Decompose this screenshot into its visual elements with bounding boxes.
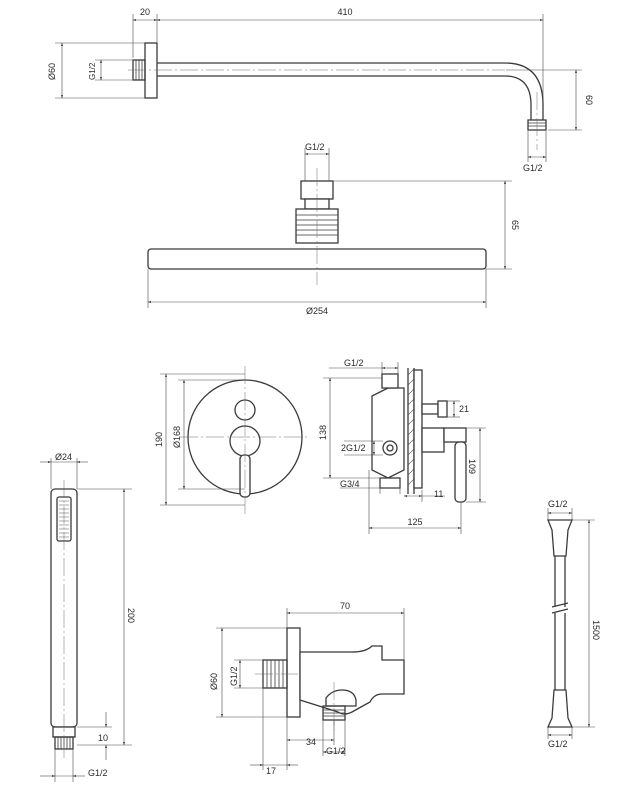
outlet-offset-label: 34 — [306, 737, 316, 747]
plate-height-label: 190 — [154, 432, 164, 447]
mixer-valve-body — [371, 387, 405, 479]
shower-arm-tube-bottom — [157, 75, 532, 120]
shower-arm-flange — [144, 42, 158, 99]
arm-inlet-thread-label: G1/2 — [88, 62, 97, 80]
mixer-handle-head — [443, 427, 467, 443]
hose-break-mark — [551, 602, 569, 614]
body-height-label: 138 — [318, 425, 328, 440]
body-side-inlets-label: 2G1/2 — [341, 443, 366, 453]
shower-arm-view: 20 410 Ø60 G1/2 60 G1/2 — [47, 7, 594, 173]
body-handle-offset-label: 109 — [467, 459, 477, 474]
body-dim-11-label: 11 — [434, 489, 443, 499]
hose-bottom-cone — [546, 689, 574, 728]
outlet-flange-diameter-label: Ø60 — [209, 673, 219, 690]
wall-outlet-elbow — [325, 689, 357, 707]
mixer-plate-view: 190 Ø168 — [154, 366, 310, 515]
hand-shower-thread-length-label: 10 — [98, 733, 108, 743]
arm-flange-depth-label: 20 — [140, 7, 150, 17]
mixer-top-inlet — [381, 373, 399, 389]
outlet-length-label: 70 — [340, 601, 350, 611]
hose-length-label: 1500 — [591, 620, 601, 640]
wall-outlet-view: 70 Ø60 G1/2 34 G1/2 17 — [209, 601, 405, 776]
mixer-cartridge — [421, 427, 445, 453]
arm-outlet-thread-label: G1/2 — [523, 163, 543, 173]
body-depth-label: 125 — [407, 517, 422, 527]
hose-view: G1/2 1500 G1/2 — [546, 499, 601, 749]
diverter-stem — [421, 403, 439, 415]
shower-arm-tube-top — [157, 62, 544, 120]
hand-shower-view: Ø24 200 10 G1/2 — [40, 452, 136, 782]
wall-outlet-flange — [286, 627, 301, 718]
outlet-outlet-thread-label: G1/2 — [326, 746, 346, 756]
plate-inner-diameter-label: Ø168 — [172, 426, 182, 448]
body-dim-21-label: 21 — [459, 404, 469, 414]
head-thread-label: G1/2 — [305, 142, 325, 152]
mixer-bottom-outlet — [379, 477, 401, 489]
body-inlet-thread-label: G1/2 — [344, 358, 364, 368]
body-outlet-thread-label: G3/4 — [340, 479, 360, 489]
hose-top-thread-label: G1/2 — [548, 499, 568, 509]
hose-bottom-thread-label: G1/2 — [548, 739, 568, 749]
hand-shower-thread-label: G1/2 — [88, 768, 108, 778]
head-height-label: 65 — [510, 220, 520, 230]
hose-top-cone — [547, 519, 573, 557]
diverter-cap — [437, 400, 448, 418]
outlet-inlet-thread-label: G1/2 — [229, 666, 239, 686]
arm-drop-label: 60 — [584, 95, 594, 105]
mixer-body-view: G1/2 138 21 2G1/2 G3/4 11 109 — [318, 358, 486, 534]
shower-head-view: G1/2 65 Ø254 — [147, 142, 520, 316]
mixer-side-lever — [454, 441, 467, 503]
arm-flange-diameter-label: Ø60 — [47, 63, 57, 80]
outlet-flange-depth-label: 17 — [266, 766, 276, 776]
arm-length-label: 410 — [337, 7, 352, 17]
head-diameter-label: Ø254 — [306, 306, 328, 316]
hand-shower-diameter-label: Ø24 — [55, 452, 72, 462]
hand-shower-length-label: 200 — [126, 608, 136, 623]
mixer-wall-plate — [413, 369, 423, 489]
